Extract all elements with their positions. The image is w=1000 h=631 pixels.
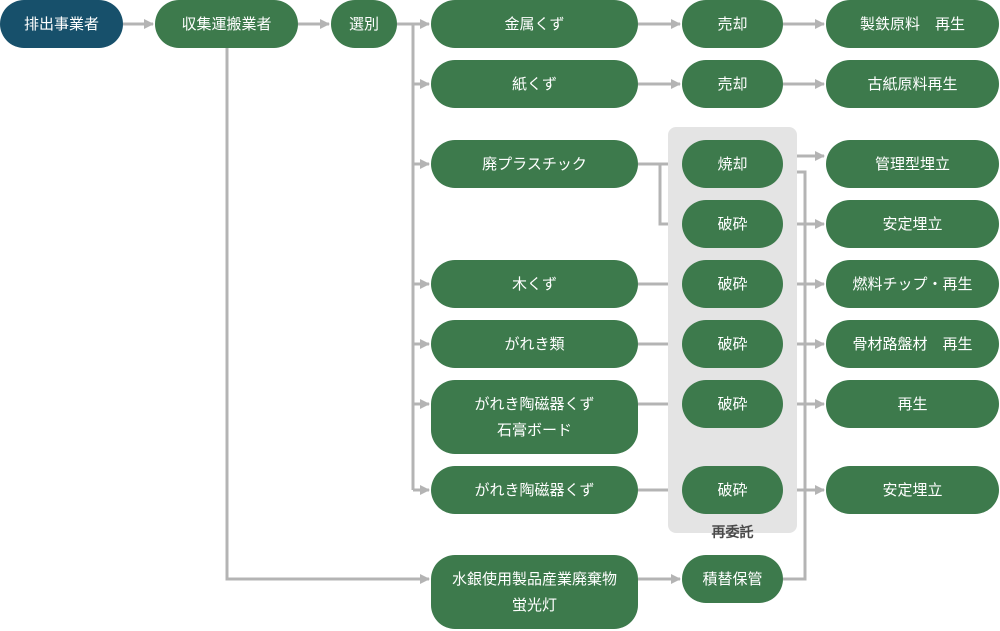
process-transship: 積替保管 (682, 555, 783, 603)
outcome-stable-landfill-2: 安定埋立 (826, 466, 999, 514)
node-mercury-waste-line2: 蛍光灯 (511, 596, 557, 614)
process-sell-paper: 売却 (682, 60, 783, 108)
process-incinerate: 焼却 (682, 140, 783, 188)
outcome-managed-landfill: 管理型埋立 (826, 140, 999, 188)
node-waste-plastic: 廃プラスチック (431, 140, 638, 188)
process-crush-plastic: 破砕 (682, 200, 783, 248)
node-rubble: がれき類 (431, 320, 638, 368)
outcome-paper-material: 古紙原料再生 (826, 60, 999, 108)
outcome-recycle: 再生 (826, 380, 999, 428)
node-ceramic-gypsum-line2: 石膏ボード (496, 421, 572, 439)
arrow-collector-mercury (225, 48, 430, 584)
process-sell-metal: 売却 (682, 0, 783, 48)
node-ceramic-gypsum-line1: がれき陶磁器くず (474, 395, 595, 413)
outcome-stable-landfill-1: 安定埋立 (826, 200, 999, 248)
process-crush-ceramic-gypsum: 破砕 (682, 380, 783, 428)
node-paper-scrap: 紙くず (431, 60, 638, 108)
node-emitter: 排出事業者 (0, 0, 123, 48)
node-collector: 収集運搬業者 (155, 0, 298, 48)
process-crush-ceramic: 破砕 (682, 466, 783, 514)
process-crush-wood: 破砕 (682, 260, 783, 308)
subcontract-label: 再委託 (711, 525, 754, 541)
node-ceramic-gypsum: がれき陶磁器くず 石膏ボード (431, 380, 638, 454)
node-mercury-waste-line1: 水銀使用製品産業廃棄物 (451, 570, 617, 588)
node-ceramic: がれき陶磁器くず (431, 466, 638, 514)
node-wood-scrap: 木くず (431, 260, 638, 308)
node-metal-scrap: 金属くず (431, 0, 638, 48)
process-crush-rubble: 破砕 (682, 320, 783, 368)
outcome-steel-material: 製鉄原料 再生 (826, 0, 999, 48)
outcome-aggregate: 骨材路盤材 再生 (826, 320, 999, 368)
node-sorting: 選別 (331, 0, 397, 48)
node-mercury-waste: 水銀使用製品産業廃棄物 蛍光灯 (431, 555, 638, 629)
sorting-spine (397, 22, 415, 490)
outcome-fuel-chip: 燃料チップ・再生 (826, 260, 999, 308)
